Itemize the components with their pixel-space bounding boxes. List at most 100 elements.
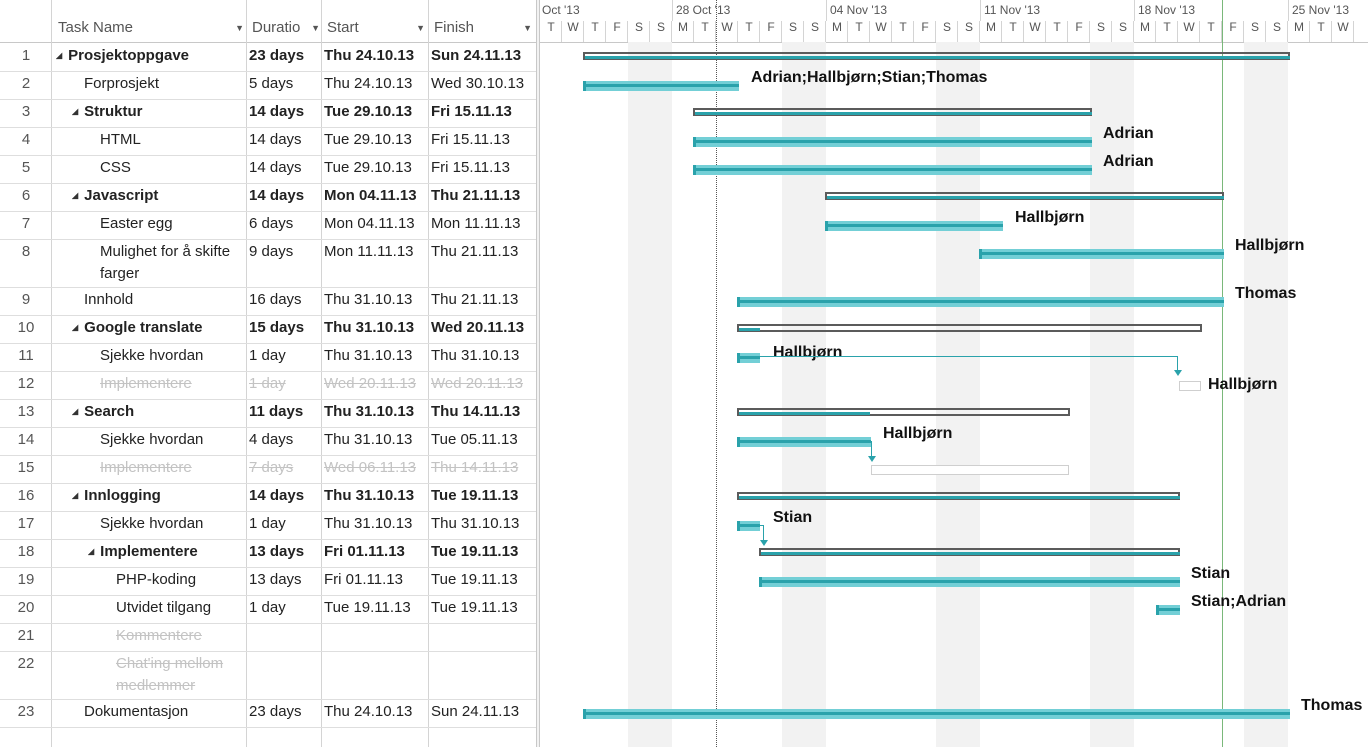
task-bar[interactable] <box>737 353 760 363</box>
duration-cell[interactable]: 16 days <box>249 291 323 308</box>
dependency-link[interactable] <box>760 356 1178 357</box>
duration-cell[interactable]: 11 days <box>249 403 323 420</box>
duration-cell[interactable]: 1 day <box>249 347 323 364</box>
finish-cell[interactable]: Thu 21.11.13 <box>431 243 536 260</box>
row-id[interactable]: 4 <box>0 131 52 148</box>
start-cell[interactable]: Thu 24.10.13 <box>324 47 428 64</box>
task-name-cell[interactable]: Sjekke hvordan <box>100 345 244 367</box>
task-name-cell[interactable]: ◢Google translate <box>72 317 244 341</box>
duration-cell[interactable]: 13 days <box>249 543 323 560</box>
start-cell[interactable]: Thu 31.10.13 <box>324 403 428 420</box>
finish-cell[interactable]: Fri 15.11.13 <box>431 131 536 148</box>
row-id[interactable]: 22 <box>0 655 52 672</box>
task-bar[interactable] <box>583 81 739 91</box>
row-id[interactable]: 14 <box>0 431 52 448</box>
row-id[interactable]: 20 <box>0 599 52 616</box>
finish-cell[interactable]: Sun 24.11.13 <box>431 47 536 64</box>
duration-cell[interactable]: 9 days <box>249 243 323 260</box>
collapse-triangle-icon[interactable]: ◢ <box>72 107 79 116</box>
collapse-triangle-icon[interactable]: ◢ <box>88 547 95 556</box>
row-id[interactable]: 17 <box>0 515 52 532</box>
collapse-triangle-icon[interactable]: ◢ <box>72 407 79 416</box>
task-name-cell[interactable]: Implementere <box>100 373 244 395</box>
duration-cell[interactable]: 1 day <box>249 375 323 392</box>
task-bar[interactable] <box>825 221 1003 231</box>
start-cell[interactable]: Fri 01.11.13 <box>324 571 428 588</box>
start-cell[interactable]: Thu 24.10.13 <box>324 703 428 720</box>
row-id[interactable]: 6 <box>0 187 52 204</box>
task-bar[interactable] <box>693 137 1092 147</box>
summary-bar[interactable] <box>825 192 1224 200</box>
finish-header[interactable]: Finish▼ <box>434 19 534 36</box>
row-id[interactable]: 13 <box>0 403 52 420</box>
duration-cell[interactable]: 14 days <box>249 487 323 504</box>
task-name-cell[interactable]: Utvidet tilgang <box>116 597 244 619</box>
start-cell[interactable]: Thu 31.10.13 <box>324 291 428 308</box>
duration-cell[interactable]: 6 days <box>249 215 323 232</box>
collapse-triangle-icon[interactable]: ◢ <box>72 323 79 332</box>
column-separator[interactable] <box>246 0 247 747</box>
task-bar[interactable] <box>1156 605 1180 615</box>
task-name-cell[interactable]: Mulighet for å skifte farger <box>100 241 244 285</box>
row-id[interactable]: 7 <box>0 215 52 232</box>
dependency-link[interactable] <box>760 525 764 526</box>
summary-bar[interactable] <box>737 408 1070 416</box>
summary-bar[interactable] <box>737 324 1202 332</box>
summary-bar[interactable] <box>693 108 1092 116</box>
finish-cell[interactable]: Fri 15.11.13 <box>431 159 536 176</box>
task-name-cell[interactable]: ◢Search <box>72 401 244 425</box>
task-name-cell[interactable]: Forprosjekt <box>84 73 244 95</box>
duration-cell[interactable]: 14 days <box>249 131 323 148</box>
row-id[interactable]: 21 <box>0 627 52 644</box>
dropdown-arrow-icon[interactable]: ▼ <box>235 23 244 33</box>
task-name-cell[interactable]: Dokumentasjon <box>84 701 244 723</box>
finish-cell[interactable]: Thu 14.11.13 <box>431 403 536 420</box>
start-cell[interactable]: Thu 24.10.13 <box>324 75 428 92</box>
row-id[interactable]: 16 <box>0 487 52 504</box>
duration-cell[interactable]: 23 days <box>249 47 323 64</box>
task-name-cell[interactable]: ◢Innlogging <box>72 485 244 509</box>
row-id[interactable]: 5 <box>0 159 52 176</box>
task-name-header[interactable]: Task Name▼ <box>58 19 246 36</box>
inactive-task-bar[interactable] <box>1179 381 1201 391</box>
row-id[interactable]: 3 <box>0 103 52 120</box>
start-header[interactable]: Start▼ <box>327 19 427 36</box>
task-name-cell[interactable]: PHP-koding <box>116 569 244 591</box>
task-bar[interactable] <box>737 521 760 531</box>
column-separator[interactable] <box>428 0 429 747</box>
finish-cell[interactable]: Tue 19.11.13 <box>431 571 536 588</box>
task-name-cell[interactable]: Chat'ing mellom medlemmer <box>116 653 244 697</box>
row-id[interactable]: 8 <box>0 243 52 260</box>
start-cell[interactable]: Tue 29.10.13 <box>324 159 428 176</box>
dropdown-arrow-icon[interactable]: ▼ <box>416 23 425 33</box>
inactive-task-bar[interactable] <box>871 465 1069 475</box>
finish-cell[interactable]: Tue 19.11.13 <box>431 599 536 616</box>
dependency-link[interactable] <box>871 441 872 458</box>
duration-cell[interactable]: 23 days <box>249 703 323 720</box>
finish-cell[interactable]: Thu 31.10.13 <box>431 347 536 364</box>
duration-cell[interactable]: 1 day <box>249 515 323 532</box>
task-name-cell[interactable]: Sjekke hvordan <box>100 513 244 535</box>
task-name-cell[interactable]: HTML <box>100 129 244 151</box>
start-cell[interactable]: Mon 04.11.13 <box>324 187 428 204</box>
start-cell[interactable]: Wed 20.11.13 <box>324 375 428 392</box>
finish-cell[interactable]: Fri 15.11.13 <box>431 103 536 120</box>
finish-cell[interactable]: Mon 11.11.13 <box>431 215 536 232</box>
row-id[interactable]: 1 <box>0 47 52 64</box>
